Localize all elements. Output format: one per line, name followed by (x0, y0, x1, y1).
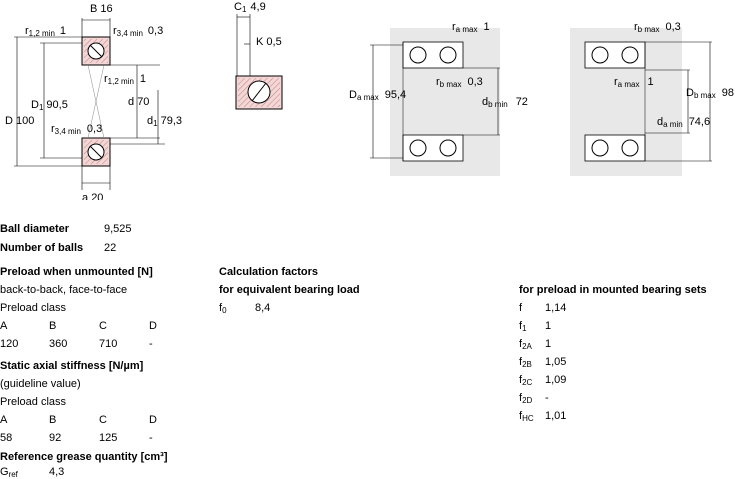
factor-symbol: f (519, 302, 523, 314)
factor-symbol: fHC (519, 410, 534, 423)
stiffness-value-a: 58 (0, 432, 13, 444)
mounting-drawing-2 (570, 28, 712, 176)
factor-value: 1,01 (545, 410, 567, 422)
preload-class-d: D (149, 320, 157, 332)
stiffness-title: Static axial stiffness [N/µm] (0, 360, 144, 372)
grease-value: 4,3 (49, 466, 65, 478)
dim-d-label: d 70 (128, 96, 149, 108)
stiffness-class-d: D (149, 414, 157, 426)
preload-class-c: C (99, 320, 107, 332)
ring-detail-drawing (235, 14, 283, 110)
number-of-balls-label: Number of balls (0, 242, 84, 254)
dim-b-label: B 16 (90, 3, 113, 15)
stiffness-class-b: B (49, 414, 57, 426)
calc-f0-value: 8,4 (255, 302, 271, 314)
factor-value: 1,05 (545, 356, 567, 368)
preload-value-d: - (149, 338, 153, 350)
factor-value: 1 (545, 320, 552, 332)
preload-class-a: A (0, 320, 8, 332)
calc-f0-symbol: f0 (219, 302, 227, 315)
calc-title: Calculation factors (219, 266, 319, 278)
bearing-section-drawing (14, 18, 165, 190)
preload-class-label: Preload class (0, 302, 67, 314)
stiffness-class-c: C (99, 414, 107, 426)
grease-title: Reference grease quantity [cm³] (0, 451, 168, 463)
factor-symbol: f1 (519, 320, 527, 333)
factor-symbol: f2C (519, 374, 533, 387)
grease-symbol: Gref (0, 466, 18, 479)
factor-symbol: f2B (519, 356, 532, 369)
stiffness-class-a: A (0, 414, 8, 426)
factor-value: - (545, 392, 549, 404)
preload-value-b: 360 (49, 338, 68, 350)
preload-title: Preload when unmounted [N] (0, 266, 153, 278)
number-of-balls-value: 22 (104, 242, 117, 254)
stiffness-value-d: - (149, 432, 153, 444)
dim-K-label: K 0,5 (256, 36, 282, 48)
ball-diameter-label: Ball diameter (0, 223, 70, 235)
factor-value: 1,14 (545, 302, 567, 314)
factor-symbol: f2A (519, 338, 532, 351)
factor-symbol: f2D (519, 392, 533, 405)
dim-D-label: D 100 (5, 115, 34, 127)
mounting-drawing-1 (370, 28, 500, 176)
factor-value: 1 (545, 338, 552, 350)
calc-mounted-title: for preload in mounted bearing sets (519, 284, 707, 296)
calc-equiv-title: for equivalent bearing load (219, 284, 360, 296)
factor-value: 1,09 (545, 374, 567, 386)
stiffness-class-label: Preload class (0, 396, 67, 408)
preload-arrangement: back-to-back, face-to-face (0, 284, 128, 296)
preload-value-c: 710 (99, 338, 118, 350)
stiffness-value-c: 125 (99, 432, 118, 444)
stiffness-value-b: 92 (49, 432, 62, 444)
preload-class-b: B (49, 320, 57, 332)
stiffness-note: (guideline value) (0, 378, 81, 390)
dim-a-label: a 20 (82, 192, 103, 200)
preload-value-a: 120 (0, 338, 19, 350)
ball-diameter-value: 9,525 (104, 223, 132, 235)
